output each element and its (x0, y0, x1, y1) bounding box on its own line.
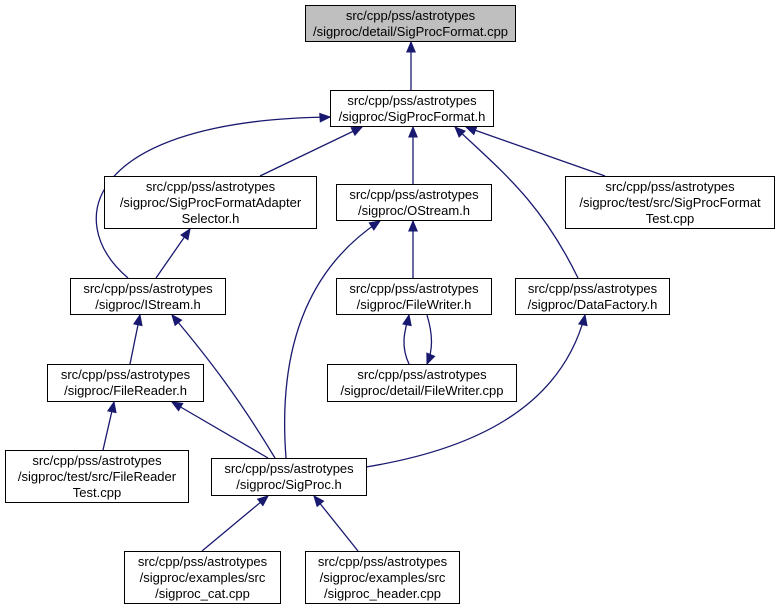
node-line: /sigproc/test/src/SigProcFormat (579, 194, 761, 210)
node-line: /sigproc/detail/SigProcFormat.cpp (312, 23, 509, 39)
node-line: src/cpp/pss/astrotypes (345, 7, 476, 23)
node-sigprocformat-h[interactable]: src/cpp/pss/astrotypes /sigproc/SigProcF… (330, 90, 494, 127)
arrowhead (132, 313, 143, 327)
node-line: /sigproc/FileReader.h (64, 383, 187, 398)
node-line: src/cpp/pss/astrotypes (605, 178, 735, 194)
arrowhead (426, 352, 436, 366)
node-line: /sigproc/examples/src (139, 569, 266, 585)
node-line: /sigproc/examples/src (319, 569, 446, 585)
node-line: src/cpp/pss/astrotypes (527, 280, 658, 296)
node-datafactory-h[interactable]: src/cpp/pss/astrotypes /sigproc/DataFact… (515, 278, 670, 315)
node-line: /sigproc/SigProcFormatAdapter (119, 194, 302, 210)
dependency-edge (259, 126, 363, 177)
arrowhead (454, 126, 466, 138)
node-line: /sigproc_cat.cpp (155, 585, 250, 601)
node-sigproc-h[interactable]: src/cpp/pss/astrotypes /sigproc/SigProc.… (211, 458, 367, 496)
arrowhead (171, 314, 183, 327)
dependency-edge (365, 314, 586, 468)
node-filewriter-h[interactable]: src/cpp/pss/astrotypes /sigproc/FileWrit… (336, 278, 492, 315)
arrowhead (408, 219, 418, 232)
dependency-edge (465, 126, 606, 177)
node-line: Test.cpp (645, 210, 695, 226)
node-line: src/cpp/pss/astrotypes (145, 178, 276, 194)
node-line: src/cpp/pss/astrotypes (83, 280, 213, 296)
arrowhead (180, 227, 191, 241)
node-line: /sigproc/IStream.h (95, 296, 201, 312)
node-sigprocformattest-cpp[interactable]: src/cpp/pss/astrotypes /sigproc/test/src… (565, 176, 775, 229)
arrowhead (319, 112, 332, 123)
node-filereadertest-cpp[interactable]: src/cpp/pss/astrotypes /sigproc/test/src… (5, 450, 189, 503)
node-line: Selector.h (181, 210, 240, 226)
node-line: Test.cpp (72, 484, 122, 500)
node-sigproc-header-cpp[interactable]: src/cpp/pss/astrotypes /sigproc/examples… (305, 551, 460, 604)
node-istream-h[interactable]: src/cpp/pss/astrotypes /sigproc/IStream.… (70, 278, 226, 315)
node-line: /sigproc/detail/FileWriter.cpp (340, 383, 504, 398)
node-line: /sigproc/SigProcFormat.h (338, 108, 486, 124)
dependency-edge (284, 220, 381, 459)
node-line: src/cpp/pss/astrotypes (349, 280, 479, 296)
dependency-edge (454, 126, 579, 279)
node-line: src/cpp/pss/astrotypes (137, 553, 268, 569)
dependency-edge (171, 401, 269, 459)
node-line: /sigproc/FileWriter.h (356, 296, 472, 312)
dependency-edge (171, 314, 276, 459)
node-line: /sigproc_header.cpp (323, 585, 442, 601)
node-line: src/cpp/pss/astrotypes (357, 367, 487, 382)
arrowhead (406, 40, 416, 53)
node-line: /sigproc/SigProc.h (236, 477, 342, 492)
node-line: /sigproc/test/src/FileReader (17, 468, 177, 484)
node-sigproc-cat-cpp[interactable]: src/cpp/pss/astrotypes /sigproc/examples… (124, 551, 281, 604)
node-line: src/cpp/pss/astrotypes (349, 186, 479, 202)
node-line: /sigproc/DataFactory.h (527, 296, 658, 312)
arrowhead (368, 220, 382, 231)
arrowhead (577, 313, 588, 327)
node-line: src/cpp/pss/astrotypes (347, 92, 477, 108)
node-line: src/cpp/pss/astrotypes (32, 452, 162, 468)
dependency-edge (313, 495, 359, 552)
node-filewriter-cpp[interactable]: src/cpp/pss/astrotypes /sigproc/detail/F… (327, 364, 517, 402)
node-ostream-h[interactable]: src/cpp/pss/astrotypes /sigproc/OStream.… (336, 184, 492, 221)
node-filereader-h[interactable]: src/cpp/pss/astrotypes /sigproc/FileRead… (47, 364, 204, 402)
arrowhead (350, 126, 364, 137)
arrowhead (408, 125, 418, 138)
arrowhead (106, 400, 117, 414)
dependency-edge (201, 495, 269, 552)
arrowhead (464, 126, 478, 136)
arrowhead (313, 495, 325, 508)
arrowhead (402, 313, 412, 327)
node-sigprocformat-cpp: src/cpp/pss/astrotypes /sigproc/detail/S… (305, 5, 516, 42)
node-line: /sigproc/OStream.h (358, 202, 470, 218)
node-line: src/cpp/pss/astrotypes (60, 367, 191, 382)
node-line: src/cpp/pss/astrotypes (317, 553, 448, 569)
arrowhead (256, 495, 269, 507)
node-adapterselector-h[interactable]: src/cpp/pss/astrotypes /sigproc/SigProcF… (104, 176, 317, 229)
node-line: src/cpp/pss/astrotypes (224, 461, 354, 476)
arrowhead (170, 401, 184, 412)
